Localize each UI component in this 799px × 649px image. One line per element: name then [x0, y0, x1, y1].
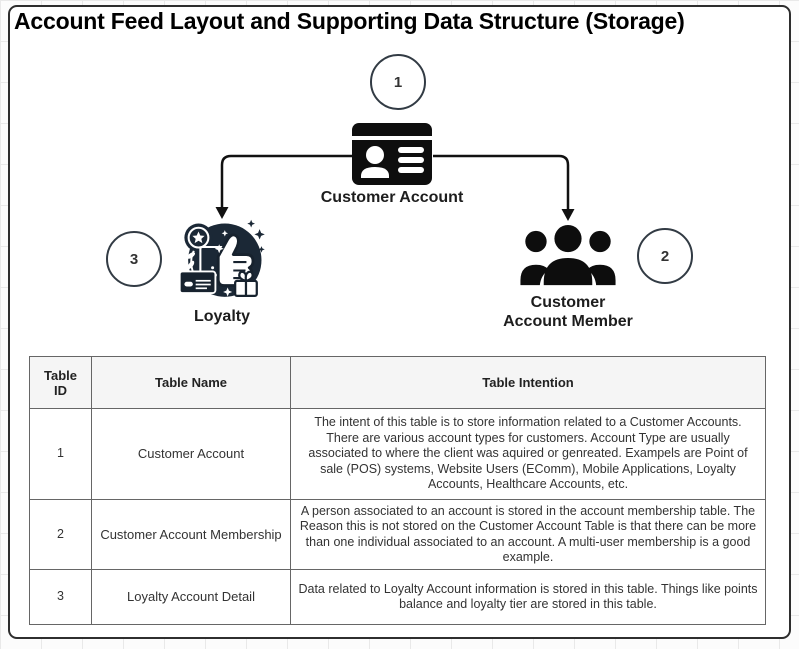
customer-account-label: Customer Account: [320, 189, 464, 206]
cell-id: 2: [29, 499, 92, 570]
cell-name: Loyalty Account Detail: [91, 569, 291, 625]
badge-circle-3[interactable]: 3: [106, 231, 162, 287]
table-row: 3 Loyalty Account Detail Data related to…: [29, 569, 766, 625]
header-table-name: Table Name: [91, 356, 291, 409]
cell-intention: A person associated to an account is sto…: [290, 499, 766, 570]
cell-id: 3: [29, 569, 92, 625]
table-header-row: Table ID Table Name Table Intention: [29, 356, 766, 409]
badge-circle-1[interactable]: 1: [370, 54, 426, 110]
people-group-icon[interactable]: [519, 225, 617, 291]
badge-circle-2[interactable]: 2: [637, 228, 693, 284]
customer-account-member-label-line1: Customer: [530, 294, 606, 311]
header-table-id: Table ID: [29, 356, 92, 409]
page-title: Account Feed Layout and Supporting Data …: [14, 8, 685, 34]
customer-account-member-label-line2: Account Member: [503, 313, 633, 330]
cell-name: Customer Account Membership: [91, 499, 291, 570]
header-table-intention: Table Intention: [290, 356, 766, 409]
badge-circle-2-number: 2: [660, 247, 670, 265]
customer-account-member-label: Customer Account Member: [493, 293, 643, 331]
tables-definition-table[interactable]: Table ID Table Name Table Intention 1 Cu…: [29, 356, 766, 625]
table-row: 2 Customer Account Membership A person a…: [29, 499, 766, 570]
loyalty-thumbs-up-badge-icon[interactable]: [175, 216, 269, 310]
cell-id: 1: [29, 408, 92, 500]
table-row: 1 Customer Account The intent of this ta…: [29, 408, 766, 500]
id-card-icon[interactable]: [352, 123, 432, 185]
cell-intention: Data related to Loyalty Account informat…: [290, 569, 766, 625]
cell-name: Customer Account: [91, 408, 291, 500]
loyalty-label: Loyalty: [193, 308, 250, 325]
badge-circle-1-number: 1: [393, 73, 403, 91]
badge-circle-3-number: 3: [129, 250, 139, 268]
cell-intention: The intent of this table is to store inf…: [290, 408, 766, 500]
